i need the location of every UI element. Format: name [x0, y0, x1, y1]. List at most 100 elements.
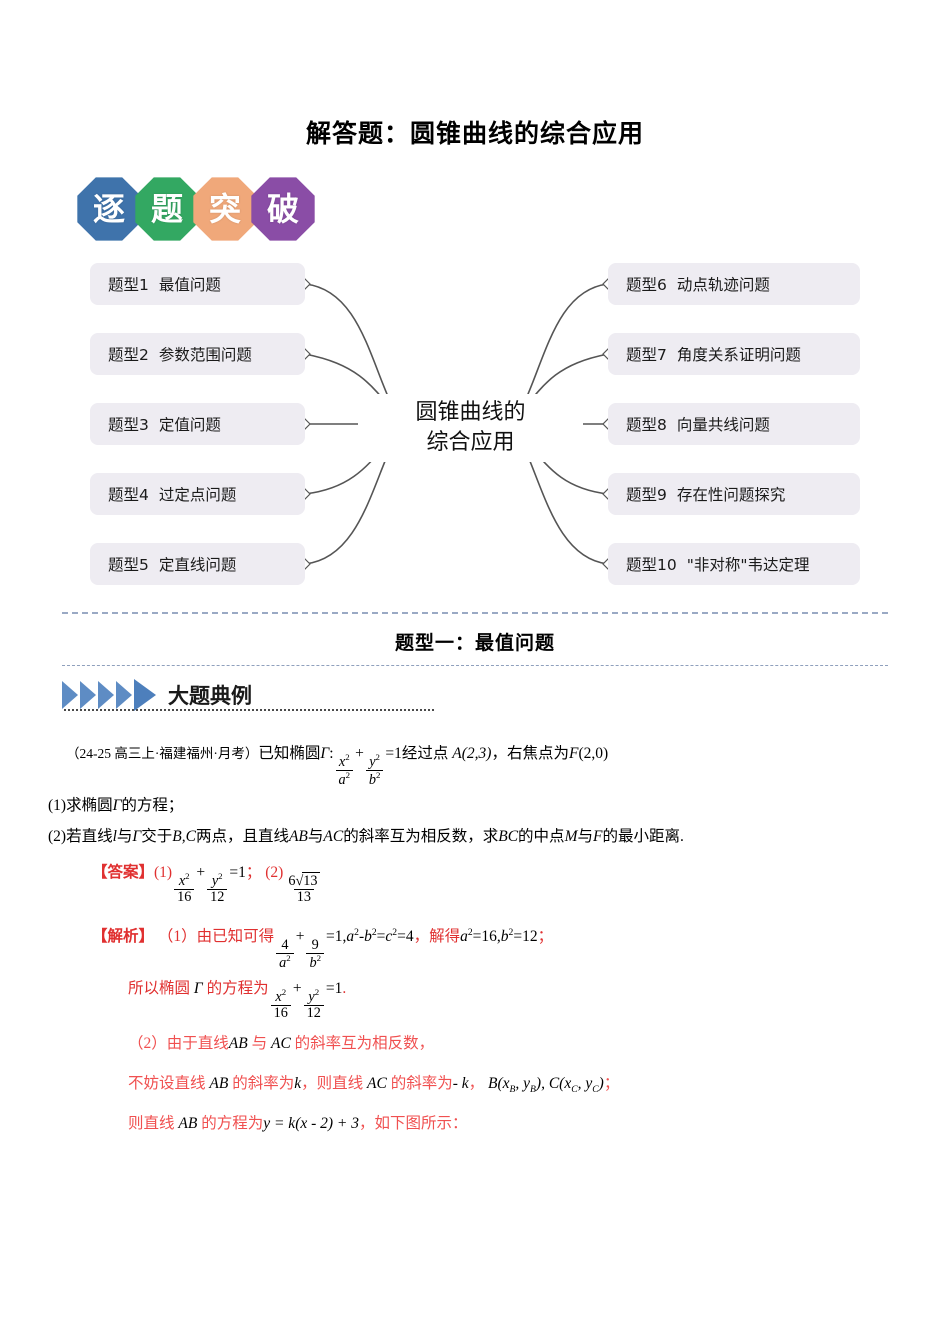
mindmap-item-label: "非对称"韦达定理	[686, 556, 810, 574]
problem-colon: :	[329, 745, 334, 762]
analysis-l2-period: .	[342, 980, 347, 997]
question-2-t3: 两点，且直线	[195, 828, 289, 845]
b2-value: =12	[513, 928, 538, 946]
ellipse-symbol: Γ	[112, 797, 122, 814]
question-1-lead: (1)求椭圆	[48, 797, 113, 814]
analysis-line-4: 不妨设直线 AB 的斜率为k，则直线 AC 的斜率为- k， B(xB, yB)…	[128, 1073, 619, 1101]
ellipse-symbol: Γ	[193, 980, 203, 997]
example-label: 大题典例	[168, 684, 252, 708]
line-ac: AC	[270, 1035, 291, 1052]
question-2: (2)若直线l与Γ交于B,C两点，且直线AB与AC的斜率互为相反数，求BC的中点…	[48, 826, 684, 848]
question-1-tail: 的方程；	[121, 797, 184, 814]
chevron-arrows-icon	[62, 679, 158, 711]
mindmap-item-label: 角度关系证明问题	[676, 346, 801, 364]
mindmap-item-number: 题型2	[108, 346, 149, 364]
line-ab-equation: y = k(x - 2) + 3	[263, 1115, 360, 1132]
mindmap-item-label: 动点轨迹问题	[676, 276, 770, 294]
mindmap-center-node: 圆锥曲线的 综合应用	[358, 394, 583, 462]
answer-eq: =1	[229, 864, 246, 881]
problem-stem-tail: 右焦点为	[506, 745, 569, 762]
points-bc: B,C	[172, 828, 196, 845]
analysis-eqc: =	[376, 928, 386, 946]
analysis-l1-text: 由已知可得	[196, 928, 275, 946]
mindmap-item-right-7[interactable]: 题型7 角度关系证明问题	[608, 333, 860, 375]
line-ac: AC	[367, 1075, 387, 1092]
mindmap-item-left-2[interactable]: 题型2 参数范围问题	[90, 333, 305, 375]
mindmap-item-right-10[interactable]: 题型10 "非对称"韦达定理	[608, 543, 860, 585]
point-f: F	[568, 745, 579, 762]
analysis-label: 【解析】	[92, 928, 155, 946]
mindmap-item-left-1[interactable]: 题型1 最值问题	[90, 263, 305, 305]
analysis-line-5: 则直线 AB 的方程为y = k(x - 2) + 3，如下图所示：	[128, 1113, 468, 1135]
ellipse-symbol: Γ	[320, 745, 330, 762]
mindmap-item-label: 定直线问题	[158, 556, 237, 574]
mindmap-item-right-9[interactable]: 题型9 存在性问题探究	[608, 473, 860, 515]
mindmap-item-number: 题型6	[626, 276, 667, 294]
question-1: (1)求椭圆Γ的方程；	[48, 795, 183, 817]
mindmap-item-label: 定值问题	[158, 416, 221, 434]
logo-char-1: 逐	[77, 177, 141, 241]
example-header: 大题典例	[62, 675, 252, 715]
minus-sign: -	[358, 928, 365, 946]
analysis-solve: 解得	[429, 928, 461, 946]
analysis-l3-b: 与	[251, 1035, 268, 1052]
mindmap-item-number: 题型1	[108, 276, 149, 294]
analysis-line-3: （2）由于直线AB 与 AC 的斜率互为相反数，	[128, 1033, 434, 1055]
analysis-comma: ，	[413, 928, 430, 946]
mindmap-item-left-4[interactable]: 题型4 过定点问题	[90, 473, 305, 515]
mindmap-item-left-3[interactable]: 题型3 定值问题	[90, 403, 305, 445]
mindmap-item-left-5[interactable]: 题型5 定直线问题	[90, 543, 305, 585]
point-a: A(2,3)	[452, 745, 492, 762]
analysis-l1-end: ；	[537, 928, 554, 946]
analysis-l4-c: ，则直线	[301, 1075, 364, 1092]
ellipse-symbol: Γ	[132, 828, 142, 845]
analysis-l4-a: 不妨设直线	[128, 1075, 206, 1092]
point-m: M	[564, 828, 578, 845]
analysis-l5-b: 的方程为	[201, 1115, 264, 1132]
mindmap-item-number: 题型10	[626, 556, 677, 574]
problem-stem-mid: 经过点	[401, 745, 449, 762]
example-underline	[64, 709, 434, 711]
mindmap-item-label: 向量共线问题	[676, 416, 770, 434]
line-ab: AB	[178, 1115, 198, 1132]
points-b-c-coords: B(xB, yB), C(xC, yC)	[488, 1075, 604, 1096]
analysis-part2-tag: （2）	[128, 1035, 167, 1052]
analysis-l2-eq: =1	[325, 980, 343, 997]
mindmap: 题型1 最值问题 题型2 参数范围问题 题型3 定值问题 题型4 过定点问题 题…	[0, 252, 950, 602]
problem-source: （24-25 高三上·福建福州·月考）	[66, 746, 259, 761]
analysis-part1-tag: （1）	[157, 928, 197, 946]
mindmap-item-label: 参数范围问题	[158, 346, 252, 364]
mindmap-item-number: 题型3	[108, 416, 149, 434]
answer-part1-tag: (1)	[154, 864, 173, 881]
logo-char-3: 突	[193, 177, 257, 241]
analysis-l3-a: 由于直线	[166, 1035, 229, 1052]
analysis-eq4: =4	[397, 928, 414, 946]
mindmap-item-number: 题型7	[626, 346, 667, 364]
mindmap-item-right-8[interactable]: 题型8 向量共线问题	[608, 403, 860, 445]
problem-stem-lead: 已知椭圆	[258, 745, 321, 762]
logo-char-4: 破	[251, 177, 315, 241]
mindmap-item-right-6[interactable]: 题型6 动点轨迹问题	[608, 263, 860, 305]
question-2-t7: 与	[577, 828, 593, 845]
analysis-l4-b: 的斜率为	[232, 1075, 295, 1092]
mindmap-item-number: 题型4	[108, 486, 149, 504]
focus-coords: (2,0)	[578, 745, 609, 762]
line-ac: AC	[323, 828, 344, 845]
line-ab: AB	[228, 1035, 248, 1052]
slope-negative-k: - k	[452, 1075, 469, 1092]
divider-bottom	[62, 665, 888, 666]
section-heading: 题型一：最值问题	[394, 633, 555, 654]
analysis-l4-e: ，	[468, 1075, 485, 1092]
analysis-l3-c: 的斜率互为相反数，	[294, 1035, 435, 1052]
